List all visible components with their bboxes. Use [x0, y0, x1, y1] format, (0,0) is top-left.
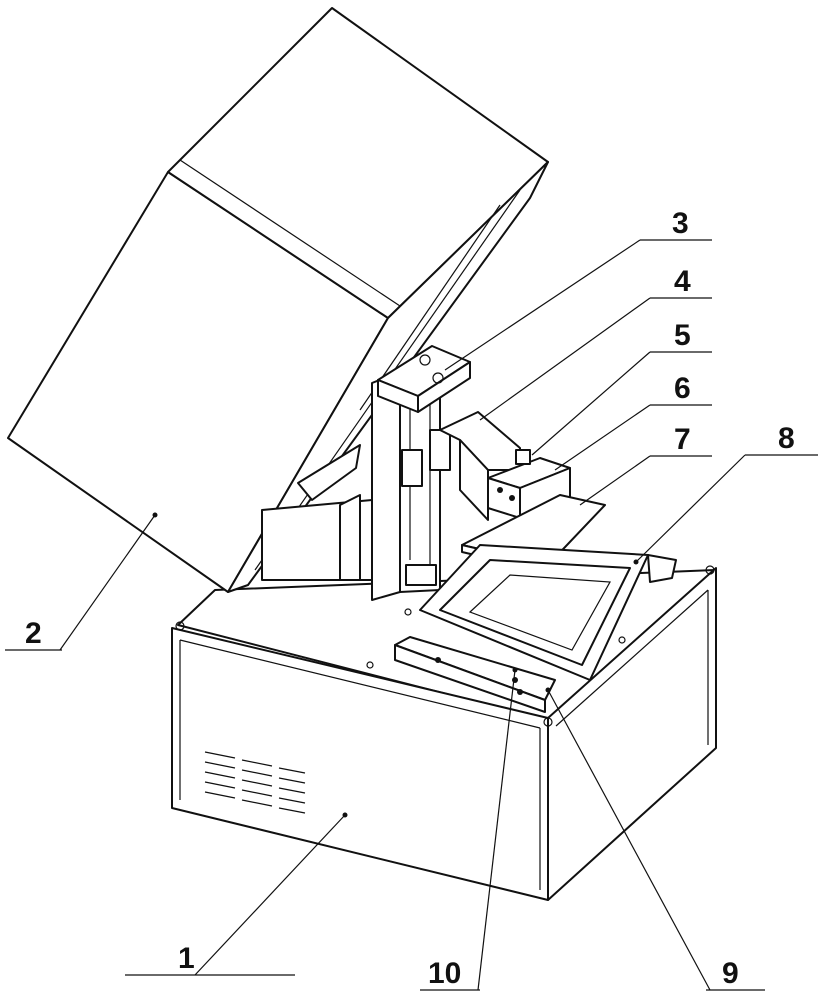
- label-4: 4: [674, 265, 691, 298]
- leader-lines: [5, 239, 818, 991]
- screw-icon: [175, 621, 185, 631]
- screw-icon: [543, 717, 553, 727]
- resin-vat: [419, 544, 677, 681]
- label-8: 8: [778, 422, 795, 455]
- label-2: 2: [25, 617, 42, 650]
- screw-icon: [404, 608, 412, 616]
- leader-dots: [152, 512, 639, 818]
- label-5: 5: [674, 319, 691, 352]
- label-1: 1: [178, 942, 195, 975]
- top-cap: [377, 345, 471, 413]
- callout-labels: 1 2 3 4 5 6 7 8 9 10: [25, 207, 795, 990]
- cover-lid: [7, 7, 549, 593]
- screw-icon: [366, 661, 374, 669]
- vat-clamp: [394, 636, 556, 713]
- label-9: 9: [722, 957, 739, 990]
- label-10: 10: [428, 957, 461, 990]
- screw-icon: [618, 636, 626, 644]
- vent-grille: [204, 751, 306, 814]
- label-3: 3: [672, 207, 689, 240]
- screw-icon: [705, 565, 715, 575]
- label-6: 6: [674, 372, 691, 405]
- support-arm: [439, 411, 521, 521]
- label-7: 7: [674, 423, 691, 456]
